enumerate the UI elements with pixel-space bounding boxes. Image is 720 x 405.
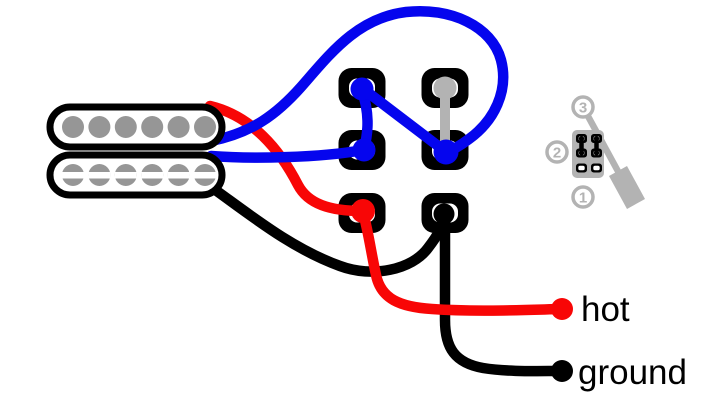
blue-jumper-top-to-middle-right	[356, 82, 452, 158]
ground-terminal: ground	[551, 353, 687, 392]
pickup-hot-wire	[204, 100, 368, 217]
solder-joint-bottom-right	[433, 203, 455, 225]
screw-slot	[194, 172, 216, 179]
position-1-number: 1	[579, 190, 587, 207]
position-2-number: 2	[553, 145, 561, 162]
position-1-circle	[571, 185, 595, 209]
hot-label: hot	[581, 290, 630, 329]
ground-wires	[201, 178, 567, 377]
pickup-coil-top	[46, 103, 226, 151]
screw-slot	[88, 172, 111, 179]
pole-piece	[141, 116, 164, 138]
screw-slot	[167, 172, 190, 179]
ground-label: ground	[578, 353, 687, 392]
pole-piece	[88, 116, 111, 138]
screw-slot	[141, 172, 164, 179]
blue-loop-wire	[205, 5, 509, 158]
screw-slot	[62, 172, 84, 179]
lever-paddle	[609, 166, 645, 209]
position-2-circle	[545, 140, 569, 164]
mini-solder-dot	[578, 135, 585, 142]
mini-solder-dot	[578, 150, 585, 156]
mini-solder-dot	[593, 150, 600, 156]
solder-joint-middle-left	[352, 138, 376, 162]
ground-terminal-dot	[551, 360, 573, 382]
hot-terminal-dot	[551, 298, 573, 320]
hot-terminal: hot	[551, 290, 630, 329]
pickup-coil-bottom	[46, 151, 226, 199]
pickup-ground-wire	[201, 178, 450, 277]
mini-solder-dot	[593, 135, 600, 142]
position-1-marker: 1	[571, 185, 595, 209]
solder-joint-bottom-left	[351, 199, 375, 223]
mini-lug-hole	[593, 165, 600, 171]
solder-joints	[350, 76, 459, 225]
indicator-lugs	[576, 134, 602, 173]
pole-piece	[167, 116, 190, 138]
switch-position-indicator: 3 2 1	[545, 95, 645, 209]
position-3-marker: 3	[571, 95, 595, 119]
solder-joint-top-left	[350, 77, 374, 101]
pole-piece	[62, 116, 84, 138]
position-3-circle	[571, 95, 595, 119]
output-ground-wire	[439, 208, 567, 377]
solder-joint-top-right	[433, 76, 457, 100]
position-3-number: 3	[579, 100, 587, 117]
blue-wire-to-middle-left-lug	[205, 144, 369, 163]
position-2-marker: 2	[545, 140, 569, 164]
pole-piece	[194, 116, 216, 138]
humbucker-pickup	[46, 103, 226, 199]
mini-lug-hole	[578, 165, 585, 171]
screw-slot	[114, 172, 137, 179]
hot-wires	[204, 100, 567, 316]
output-hot-wire	[357, 206, 567, 316]
solder-joint-middle-right	[433, 139, 459, 165]
pole-piece	[114, 116, 137, 138]
